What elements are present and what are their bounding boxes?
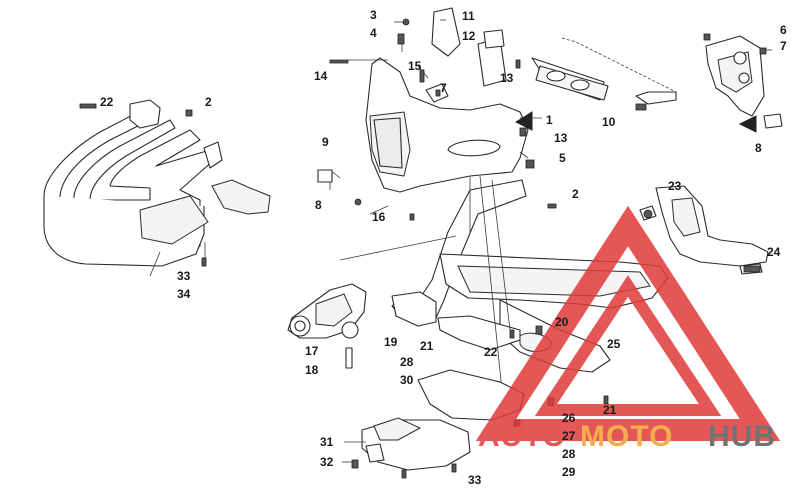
right-mount-bracket — [635, 35, 783, 133]
callout-29: 29 — [562, 465, 576, 479]
watermark-text-hub: HUB — [708, 420, 776, 453]
callout-14: 14 — [314, 69, 328, 83]
callout-28: 28 — [400, 355, 414, 369]
callout-labels: 1 2 2 3 4 5 6 7 7 8 8 9 10 11 12 13 13 1… — [100, 8, 787, 487]
callout-13: 13 — [500, 71, 514, 85]
callout-3: 3 — [370, 8, 377, 22]
callout-22: 22 — [484, 345, 498, 359]
callout-8: 8 — [755, 141, 762, 155]
callout-25: 25 — [607, 337, 621, 351]
callout-6: 6 — [780, 23, 787, 37]
callout-34: 34 — [177, 287, 191, 301]
watermark-triangle-outer — [475, 205, 781, 441]
callout-31: 31 — [320, 435, 334, 449]
callout-22: 22 — [100, 95, 114, 109]
callout-30: 30 — [400, 373, 414, 387]
callout-5: 5 — [559, 151, 566, 165]
callout-28: 28 — [562, 447, 576, 461]
callout-7: 7 — [440, 81, 447, 95]
callout-16: 16 — [372, 210, 386, 224]
callout-18: 18 — [305, 363, 319, 377]
watermark-triangle-inner — [534, 275, 722, 416]
front-bumper-assembly — [43, 99, 271, 277]
callout-19: 19 — [384, 335, 398, 349]
callout-8: 8 — [315, 198, 322, 212]
callout-15: 15 — [408, 59, 422, 73]
callout-20: 20 — [555, 315, 569, 329]
automotohub-watermark: AUTO MOTO HUB — [475, 205, 781, 453]
callout-21: 21 — [603, 403, 617, 417]
steering-mount — [287, 283, 367, 369]
callout-23: 23 — [668, 179, 682, 193]
callout-2: 2 — [572, 187, 579, 201]
callout-11: 11 — [462, 9, 475, 23]
front-fascia-assembly — [329, 7, 677, 215]
callout-32: 32 — [320, 455, 334, 469]
callout-1: 1 — [546, 113, 553, 127]
callout-13: 13 — [554, 131, 568, 145]
callout-33: 33 — [468, 473, 482, 487]
callout-21: 21 — [420, 339, 434, 353]
callout-12: 12 — [462, 29, 476, 43]
callout-17: 17 — [305, 344, 319, 358]
callout-4: 4 — [370, 26, 377, 40]
callout-9: 9 — [322, 135, 329, 149]
callout-33: 33 — [177, 269, 191, 283]
callout-7: 7 — [780, 39, 787, 53]
callout-10: 10 — [602, 115, 616, 129]
watermark-text-auto: AUTO — [478, 420, 566, 453]
callout-27: 27 — [562, 429, 576, 443]
callout-24: 24 — [767, 245, 781, 259]
callout-26: 26 — [562, 411, 576, 425]
watermark-text-moto: MOTO — [580, 420, 673, 453]
callout-2: 2 — [205, 95, 212, 109]
